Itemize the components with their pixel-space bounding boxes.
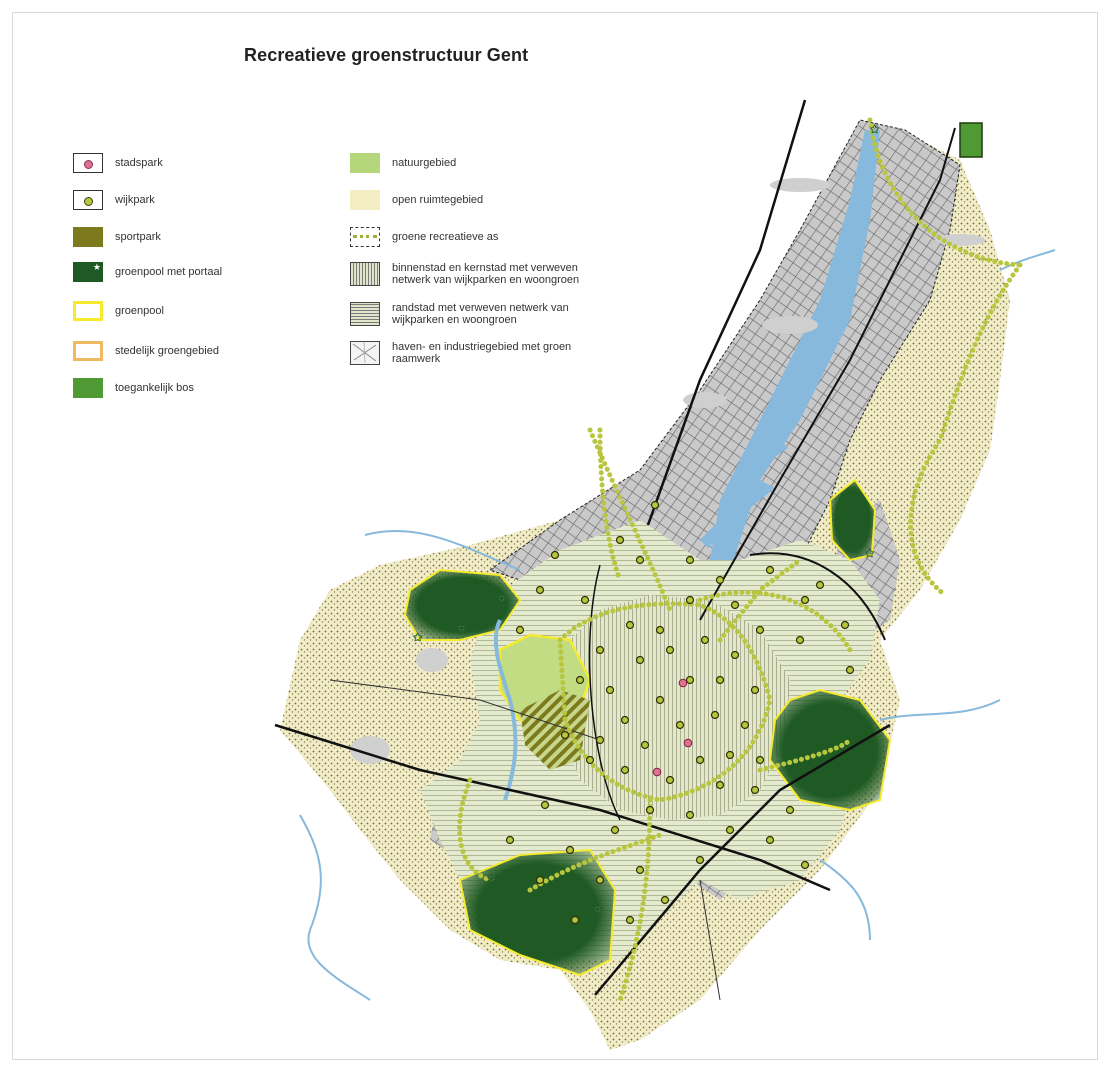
river-leie xyxy=(493,619,518,801)
star-icon: ✩ xyxy=(457,622,466,635)
groenpool-swatch xyxy=(73,301,103,321)
legend-item-natuurgebied: natuurgebied xyxy=(350,153,456,173)
highway xyxy=(646,99,807,526)
sportpark-swatch xyxy=(73,227,103,247)
star-icon: ★ xyxy=(92,262,101,272)
legend-item-toegankelijk-bos: toegankelijk bos xyxy=(73,378,194,398)
legend-item-groene-recreatieve-as: groene recreatieve as xyxy=(350,227,498,247)
legend-item-haven: haven- en industriegebied met groen raam… xyxy=(350,341,612,365)
legend-item-groenpool: groenpool xyxy=(73,301,164,321)
stadspark-swatch xyxy=(73,153,103,173)
road xyxy=(699,879,721,1001)
groenpool-west xyxy=(403,568,522,641)
legend-label: binnenstad en kernstad met verweven netw… xyxy=(392,262,580,286)
stadspark-markers xyxy=(652,678,693,777)
legend-label: groenpool met portaal xyxy=(115,266,223,278)
star-icon: ✩ xyxy=(497,592,506,605)
legend-label: haven- en industriegebied met groen raam… xyxy=(392,341,572,365)
legend-item-wijkpark: wijkpark xyxy=(73,190,155,210)
legend-label: natuurgebied xyxy=(392,157,457,169)
legend-item-open-ruimtegebied: open ruimtegebied xyxy=(350,190,483,210)
highway-e17 xyxy=(594,723,891,996)
legend-item-binnenstad: binnenstad en kernstad met verweven netw… xyxy=(350,262,612,286)
groenpool-northeast xyxy=(828,478,877,562)
natuurgebied-swatch xyxy=(350,153,380,173)
legend-label: groenpool xyxy=(115,305,164,317)
dock-water xyxy=(700,480,775,548)
star-icon: ✩ xyxy=(870,123,879,136)
highway-e40 xyxy=(274,723,831,892)
groenpool-south xyxy=(458,848,617,977)
lake xyxy=(762,316,818,334)
legend-label: wijkpark xyxy=(115,194,155,206)
groenpool-portaal-swatch: ★ xyxy=(73,262,103,282)
star-icon: ✩ xyxy=(865,547,874,560)
ring-road xyxy=(588,564,621,821)
legend-item-randstad: randstad met verweven netwerk van wijkpa… xyxy=(350,302,612,326)
legend-label: stedelijk groengebied xyxy=(115,345,219,357)
wijkpark-markers xyxy=(505,500,855,925)
toegankelijk-bos-area xyxy=(959,122,983,158)
open-ruimtegebied-swatch xyxy=(350,190,380,210)
haven-swatch xyxy=(350,341,380,365)
binnenstad-swatch xyxy=(350,262,380,286)
highway xyxy=(699,127,956,621)
river xyxy=(999,249,1056,271)
legend-label: groene recreatieve as xyxy=(392,231,499,243)
star-icon: ✩ xyxy=(487,872,496,885)
legend-label: open ruimtegebied xyxy=(392,194,484,206)
canal-water xyxy=(695,130,880,620)
dock-water xyxy=(760,395,808,436)
river xyxy=(299,814,371,1001)
legend-label: randstad met verweven netwerk van wijkpa… xyxy=(392,302,569,326)
stedelijk-groengebied-swatch xyxy=(73,341,103,361)
sportpark-area xyxy=(520,690,590,770)
map-title: Recreatieve groenstructuur Gent xyxy=(244,45,529,65)
legend-label: stadspark xyxy=(115,157,163,169)
groene-recreatieve-as xyxy=(457,117,1023,1003)
road xyxy=(329,679,601,741)
legend-item-stadspark: stadspark xyxy=(73,153,163,173)
legend-item-groenpool-met-portaal: ★ groenpool met portaal xyxy=(73,262,222,282)
river xyxy=(819,859,871,941)
dock-water xyxy=(740,440,788,478)
lake xyxy=(416,648,448,672)
legend-label: sportpark xyxy=(115,231,161,243)
wijkpark-swatch xyxy=(73,190,103,210)
river xyxy=(364,530,521,571)
legend-label: toegankelijk bos xyxy=(115,382,194,394)
groene-as-swatch xyxy=(350,227,380,247)
randstad-swatch xyxy=(350,302,380,326)
lake xyxy=(770,178,830,192)
legend-item-stedelijk-groengebied: stedelijk groengebied xyxy=(73,341,219,361)
portaal-markers: ✩ ✩ ✩ ✩ ✩ ✩ ✩ xyxy=(413,123,880,917)
star-icon: ✩ xyxy=(413,631,422,644)
river xyxy=(879,699,1001,721)
legend-item-sportpark: sportpark xyxy=(73,227,161,247)
ring-road xyxy=(749,552,886,641)
star-icon: ✩ xyxy=(593,903,602,916)
toegankelijk-bos-swatch xyxy=(73,378,103,398)
